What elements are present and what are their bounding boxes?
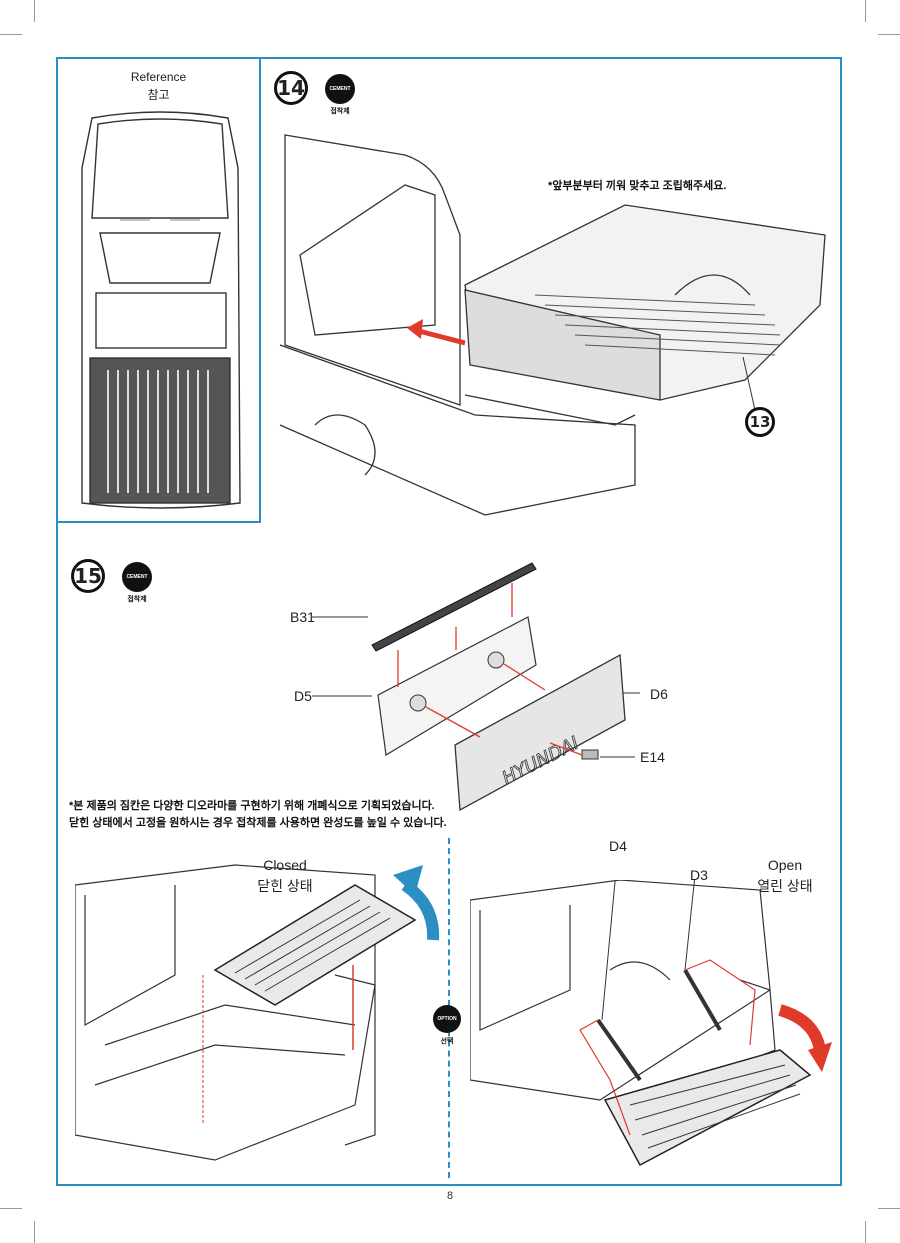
step-15-note-line-2: 닫힌 상태에서 고정을 원하시는 경우 접착제를 사용하면 완성도를 높일 수 …: [69, 817, 447, 829]
cement-badge: CEMENT: [122, 562, 152, 592]
page-frame: [56, 57, 842, 1186]
cement-caption: 접착제: [127, 596, 147, 603]
reference-title-ko: 참고: [147, 88, 170, 102]
part-b31-label: B31: [290, 609, 315, 625]
crop-mark: [34, 1221, 35, 1243]
part-d3-label: D3: [690, 867, 708, 883]
tailgate-parts-exploded-illustration: HYUNDAI: [312, 562, 640, 812]
crop-mark: [0, 34, 22, 35]
cement-caption: 접착제: [330, 108, 350, 115]
part-e14-label: E14: [640, 749, 665, 765]
truck-top-view-illustration: [81, 111, 241, 509]
option-caption: 선택: [440, 1038, 454, 1045]
crop-mark: [865, 0, 866, 22]
option-badge: OPTION: [433, 1005, 461, 1033]
step-14-instruction: *앞부분부터 끼워 맞추고 조립해주세요.: [548, 180, 727, 192]
page-number: 8: [446, 1190, 454, 1202]
open-label-ko: 열린 상태: [757, 878, 813, 894]
open-tailgate-illustration: [470, 880, 832, 1167]
crop-mark: [878, 1208, 900, 1209]
closed-label-ko: 닫힌 상태: [257, 878, 313, 894]
open-label-en: Open: [767, 857, 803, 873]
part-13-callout: 13: [745, 407, 775, 437]
step-14-number: 14: [274, 71, 308, 105]
step-15-number: 15: [71, 559, 105, 593]
crop-mark: [865, 1221, 866, 1243]
part-d5-label: D5: [294, 688, 312, 704]
crop-mark: [0, 1208, 22, 1209]
step-15-note-line-1: *본 제품의 짐칸은 다양한 디오라마를 구현하기 위해 개폐식으로 기획되었습…: [69, 800, 435, 812]
closed-tailgate-illustration: [75, 864, 440, 1161]
reference-title-en: Reference: [130, 70, 187, 84]
truck-bed-assembly-illustration: [279, 134, 826, 516]
cement-badge: CEMENT: [325, 74, 355, 104]
part-d6-label: D6: [650, 686, 668, 702]
crop-mark: [878, 34, 900, 35]
part-d4-label: D4: [609, 838, 627, 854]
crop-mark: [34, 0, 35, 22]
reference-box: [56, 57, 261, 523]
